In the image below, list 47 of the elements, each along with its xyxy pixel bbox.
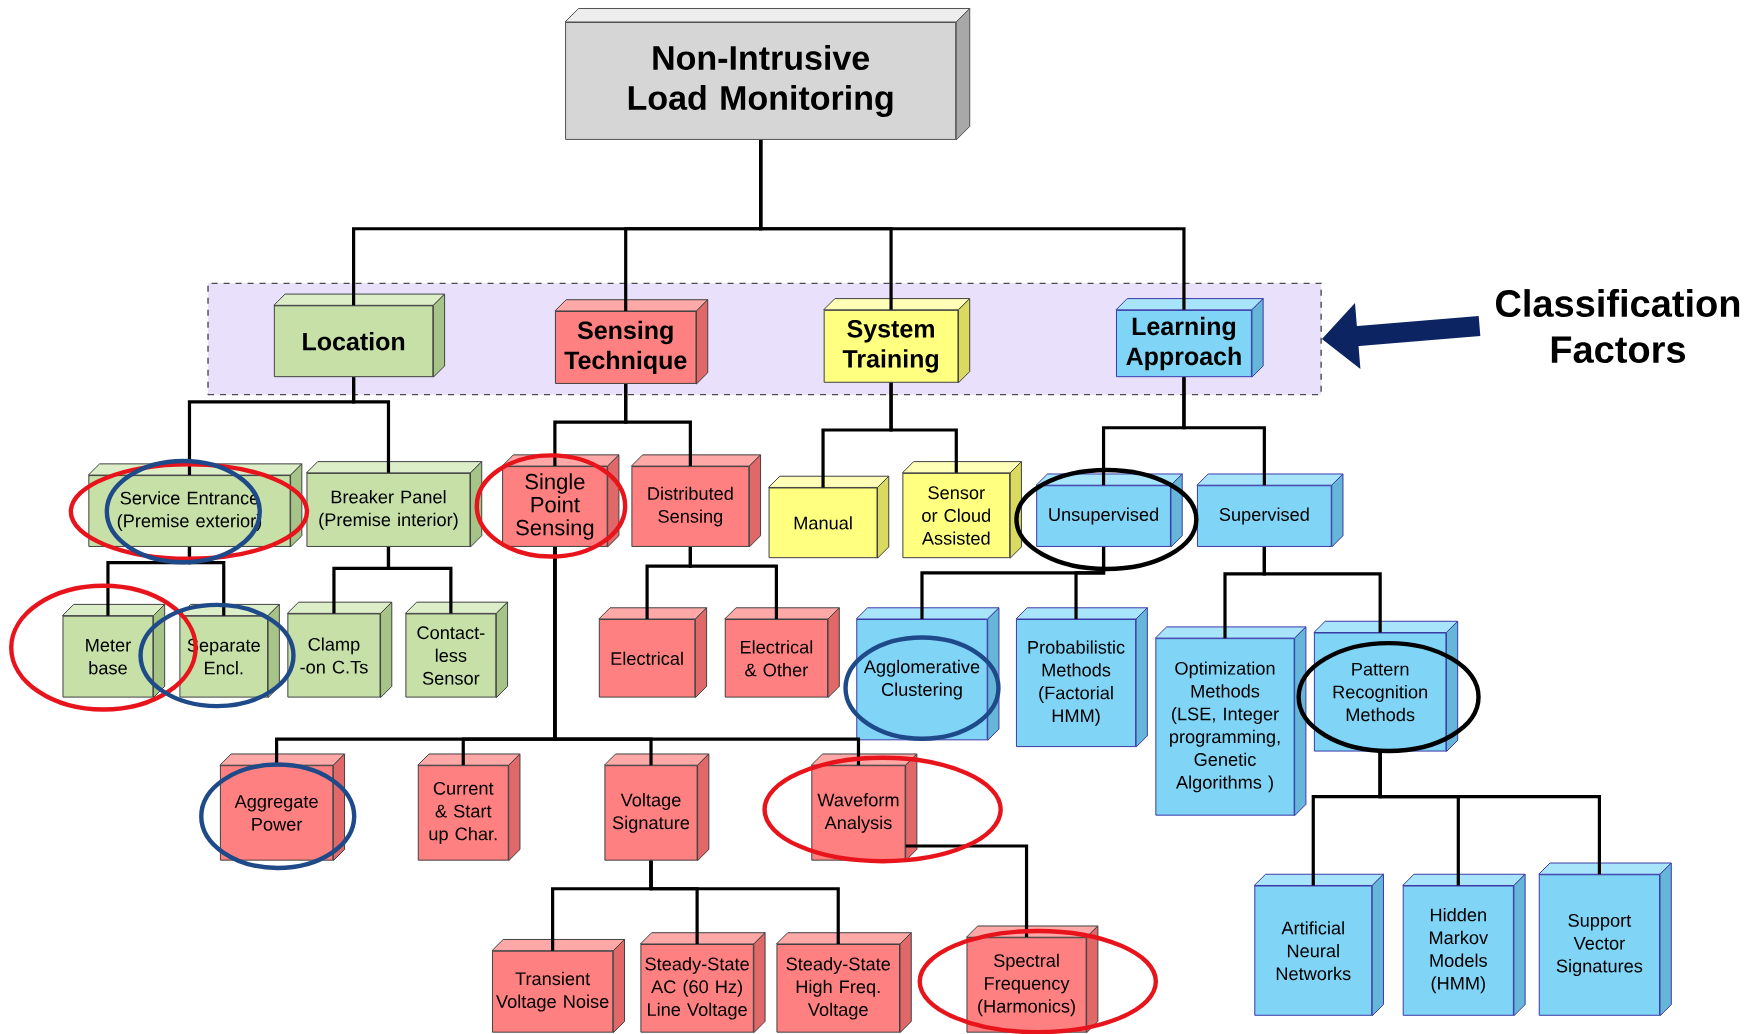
annotation-text: Classification Factors xyxy=(1496,289,1740,363)
connector xyxy=(889,382,958,473)
connector xyxy=(1182,377,1266,486)
category-box: Single Point Sensing xyxy=(501,454,620,548)
connector xyxy=(759,139,1186,310)
category-box: Current & Start up Char. xyxy=(417,753,521,862)
category-box: Sensor or Cloud Assisted xyxy=(901,461,1022,559)
category-box: Unsupervised xyxy=(1035,473,1183,548)
category-box: Support Vector Signatures xyxy=(1538,862,1672,1017)
category-box: Manual xyxy=(768,475,890,559)
factor-box: Location xyxy=(273,293,446,378)
connector xyxy=(905,844,1029,938)
category-box: Breaker Panel (Premise interior) xyxy=(305,461,483,548)
connector xyxy=(386,546,453,614)
category-box: Contact-less Sensor xyxy=(404,601,509,699)
category-box: Waveform Analysis xyxy=(810,753,918,862)
category-box: Spectral Frequency (Harmonics) xyxy=(965,925,1099,1034)
connector xyxy=(1262,546,1382,633)
category-box: Optimization Methods (LSE, Integer programming, Genetic Algorithms ) xyxy=(1154,626,1307,817)
title-box: Non-Intrusive Load Monitoring xyxy=(564,8,971,141)
category-box: Supervised xyxy=(1196,473,1344,548)
connector xyxy=(649,860,840,944)
connector xyxy=(553,546,861,766)
category-box: Electrical xyxy=(598,607,708,699)
category-box: Transient Voltage Noise xyxy=(491,938,625,1034)
connector xyxy=(1378,751,1601,875)
category-box: Probabilistic Methods (Factorial HMM) xyxy=(1015,607,1148,748)
connector xyxy=(688,546,778,620)
category-box: Distributed Sensing xyxy=(630,454,762,548)
category-box: Meter base xyxy=(62,603,166,699)
factor-box: Sensing Technique xyxy=(554,299,709,385)
category-box: Clamp -on C.Ts xyxy=(286,601,393,699)
category-box: Agglomerative Clustering xyxy=(855,607,1000,741)
connector xyxy=(352,377,391,473)
connector xyxy=(1074,546,1106,620)
category-box: Steady-State High Freq. Voltage xyxy=(775,932,912,1034)
category-box: Steady-State AC (60 Hz) Line Voltage xyxy=(639,932,766,1034)
category-box: Pattern Recognition Methods xyxy=(1313,620,1459,753)
connector xyxy=(624,383,692,467)
category-box: Electrical & Other xyxy=(724,607,840,699)
factor-box: System Training xyxy=(823,298,971,384)
category-box: Hidden Markov Models (HMM) xyxy=(1402,873,1526,1017)
category-box: Artificial Neural Networks xyxy=(1253,873,1384,1017)
category-box: Voltage Signature xyxy=(603,753,710,862)
factor-box: Learning Approach xyxy=(1115,298,1264,378)
connector xyxy=(187,546,226,616)
category-box: Aggregate Power xyxy=(219,753,346,862)
